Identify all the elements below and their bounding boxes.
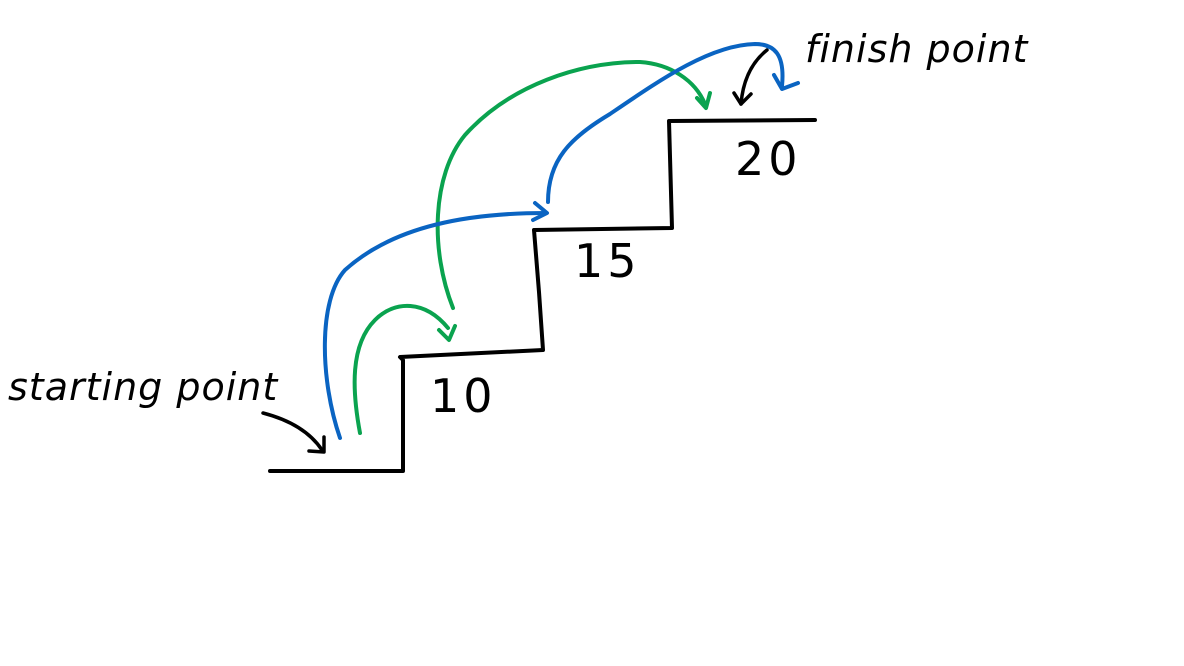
- finish-point-label: finish point: [805, 27, 1030, 71]
- green-jump-10-to-20: [435, 60, 712, 310]
- blue-jump-15-to-finish: [546, 42, 800, 204]
- green-jump-start-to-10: [352, 304, 457, 435]
- step-value-10: 10: [430, 369, 497, 423]
- step-value-20: 20: [735, 132, 802, 186]
- finish-pointer-arrow: [732, 48, 769, 106]
- starting-point-label: starting point: [8, 365, 279, 409]
- step-value-15: 15: [574, 234, 641, 288]
- start-pointer-arrow: [261, 411, 326, 454]
- staircase-outline: [268, 118, 817, 473]
- blue-jump-start-to-15: [322, 201, 549, 440]
